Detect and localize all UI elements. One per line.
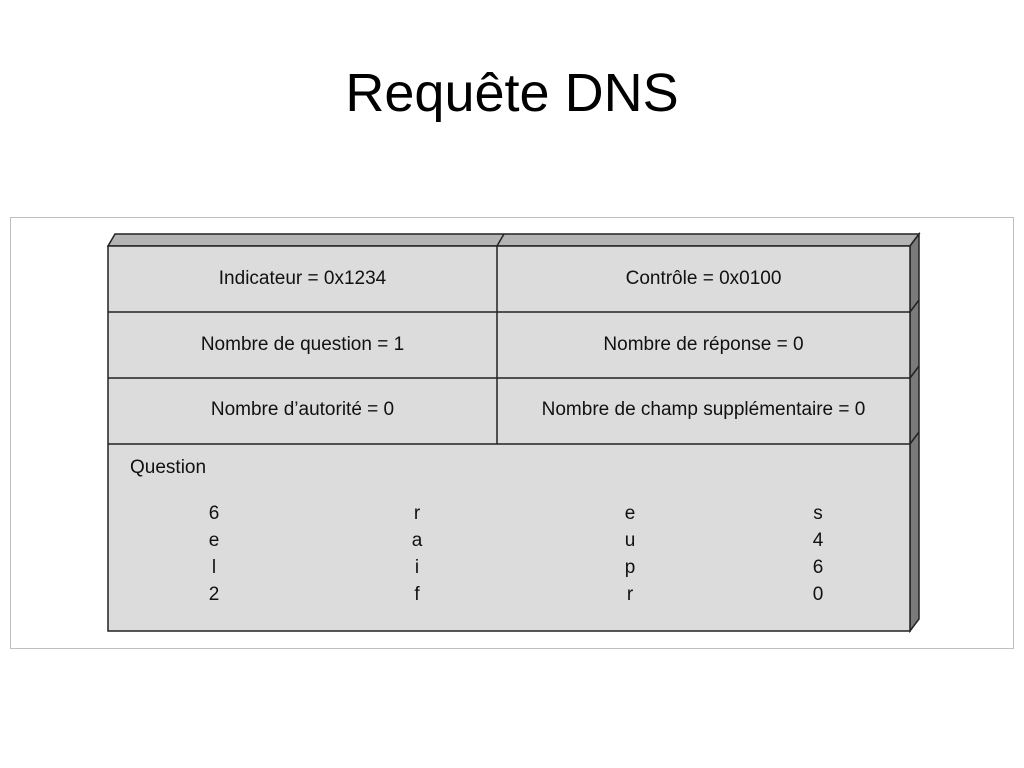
question-char: 2 (208, 584, 220, 605)
question-char: s (813, 503, 823, 524)
question-column-4: s 4 6 0 (798, 500, 838, 608)
question-char: r (413, 503, 421, 524)
question-char: 6 (812, 557, 824, 578)
field-additional-count: Nombre de champ supplémentaire = 0 (541, 399, 866, 420)
question-char: e (208, 530, 220, 551)
question-char: u (624, 530, 636, 551)
question-char: r (626, 584, 634, 605)
question-column-3: e u p r (610, 500, 650, 608)
question-column-1: 6 e l 2 (194, 500, 234, 608)
field-question-count: Nombre de question = 1 (200, 334, 405, 355)
question-char: 0 (812, 584, 824, 605)
question-column-2: r a i f (397, 500, 437, 608)
question-label: Question (130, 457, 207, 478)
question-char: i (414, 557, 420, 578)
question-char: p (624, 557, 636, 578)
field-answer-count: Nombre de réponse = 0 (603, 334, 804, 355)
field-authority-count: Nombre d’autorité = 0 (210, 399, 395, 420)
slide-title: Requête DNS (345, 63, 679, 123)
question-char: a (411, 530, 423, 551)
box-top-bevel (106, 233, 921, 247)
question-char: f (414, 584, 420, 605)
question-char: l (211, 557, 217, 578)
field-control: Contrôle = 0x0100 (625, 268, 782, 289)
box-side-bevel (909, 231, 920, 634)
box-front (107, 245, 911, 632)
question-char: e (624, 503, 636, 524)
question-char: 4 (812, 530, 824, 551)
figure-frame (10, 217, 1014, 649)
field-identifier: Indicateur = 0x1234 (218, 268, 387, 289)
question-char: 6 (208, 503, 220, 524)
